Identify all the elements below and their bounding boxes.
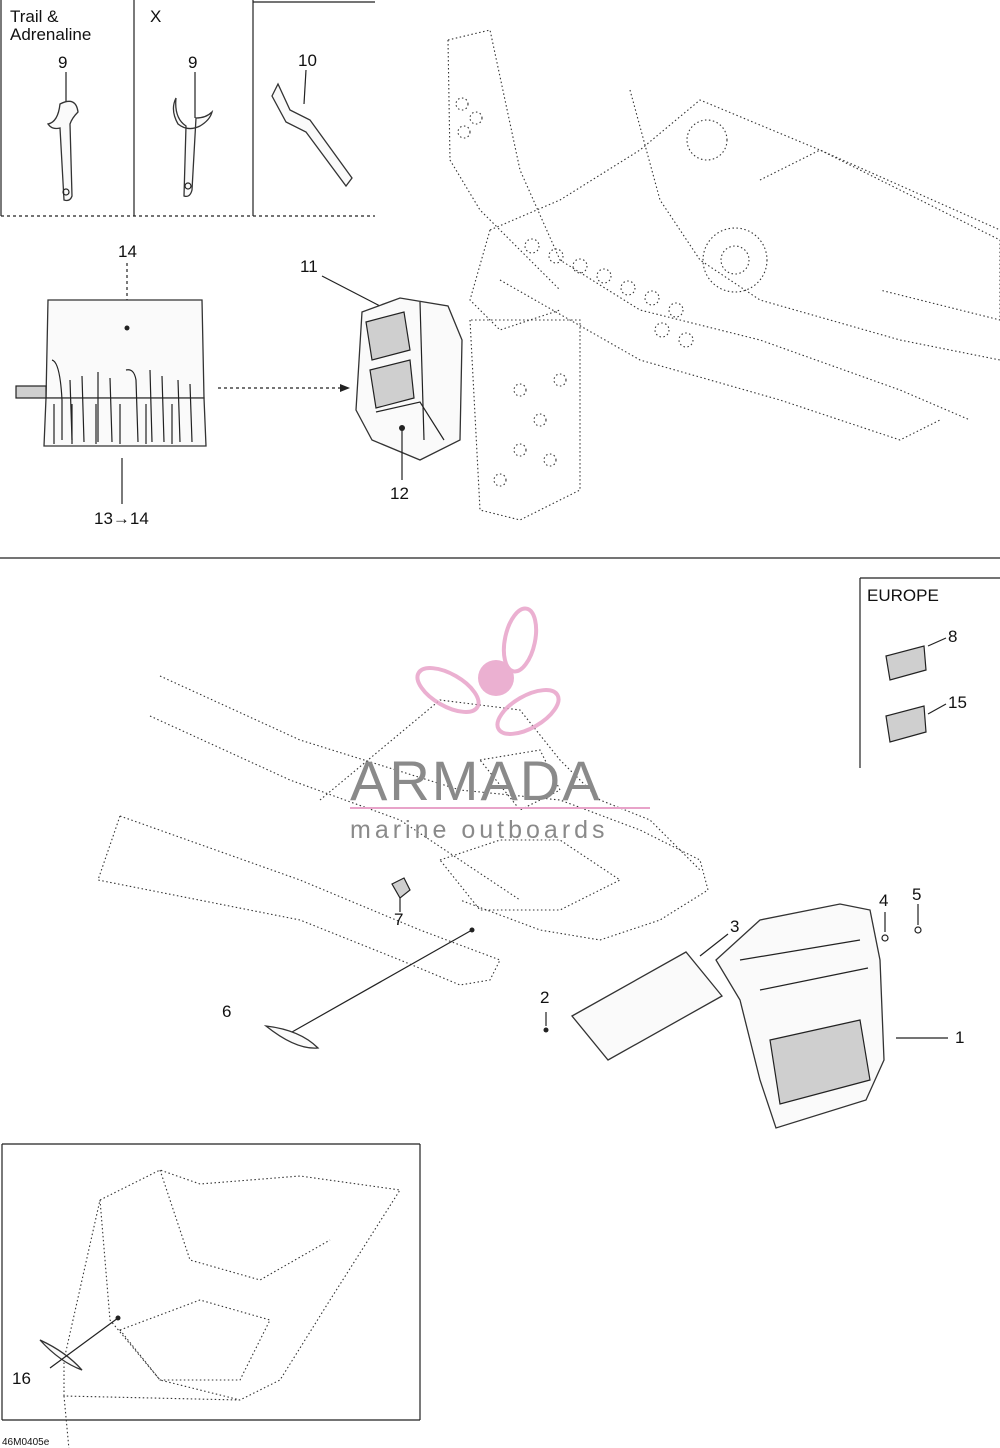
- callout-11: 11: [300, 257, 318, 276]
- spanner-wrench-part: [46, 100, 79, 202]
- variant-adrenaline-label: Adrenaline: [10, 25, 91, 44]
- callout-10: 10: [298, 51, 317, 70]
- reflector-6-part: [263, 1025, 320, 1049]
- callout-1: 1: [955, 1028, 964, 1047]
- callout-2: 2: [540, 988, 549, 1007]
- callout-15: 15: [948, 693, 967, 712]
- watermark-tagline: marine outboards: [350, 816, 609, 844]
- tool-kit-bag-part: [15, 299, 207, 447]
- callout-16: 16: [12, 1369, 31, 1388]
- callout-9b: 9: [188, 53, 197, 72]
- wrench-tool-part: [271, 82, 353, 188]
- armada-logo-icon: [415, 606, 561, 736]
- callout-13-to-14: 13→14: [94, 509, 149, 528]
- rear-bumper-flap-1-part: [715, 903, 885, 1129]
- callout-5: 5: [912, 885, 921, 904]
- reflector-16-part: [39, 1339, 83, 1371]
- europe-decal-8-part: [885, 645, 927, 681]
- callout-8: 8: [948, 627, 957, 646]
- upper-chassis-frame: [447, 29, 1000, 521]
- front-bumper-part: [63, 1169, 401, 1448]
- variant-x-label: X: [150, 7, 161, 26]
- callout-12: 12: [390, 484, 409, 503]
- europe-label: EUROPE: [867, 586, 939, 605]
- tool-box-holder-part: [355, 297, 463, 461]
- variant-boxes: [0, 0, 375, 217]
- europe-decal-15-part: [885, 705, 927, 743]
- europe-box: [859, 577, 1000, 768]
- hook-spanner-part: [172, 97, 214, 198]
- lower-chassis-frame: [97, 675, 709, 986]
- detail-box-16: [1, 1143, 421, 1421]
- callout-3: 3: [730, 917, 739, 936]
- variant-trail-label: Trail &: [10, 7, 59, 26]
- callout-4: 4: [879, 891, 888, 910]
- small-bracket-7-part: [391, 877, 411, 899]
- watermark-brand: ARMADA: [350, 749, 602, 812]
- callout-9a: 9: [58, 53, 67, 72]
- figure-code: 46M0405e: [2, 1437, 50, 1448]
- license-plate-3-part: [571, 951, 723, 1061]
- callout-7: 7: [394, 910, 403, 929]
- callout-14: 14: [118, 242, 137, 261]
- callout-6: 6: [222, 1002, 231, 1021]
